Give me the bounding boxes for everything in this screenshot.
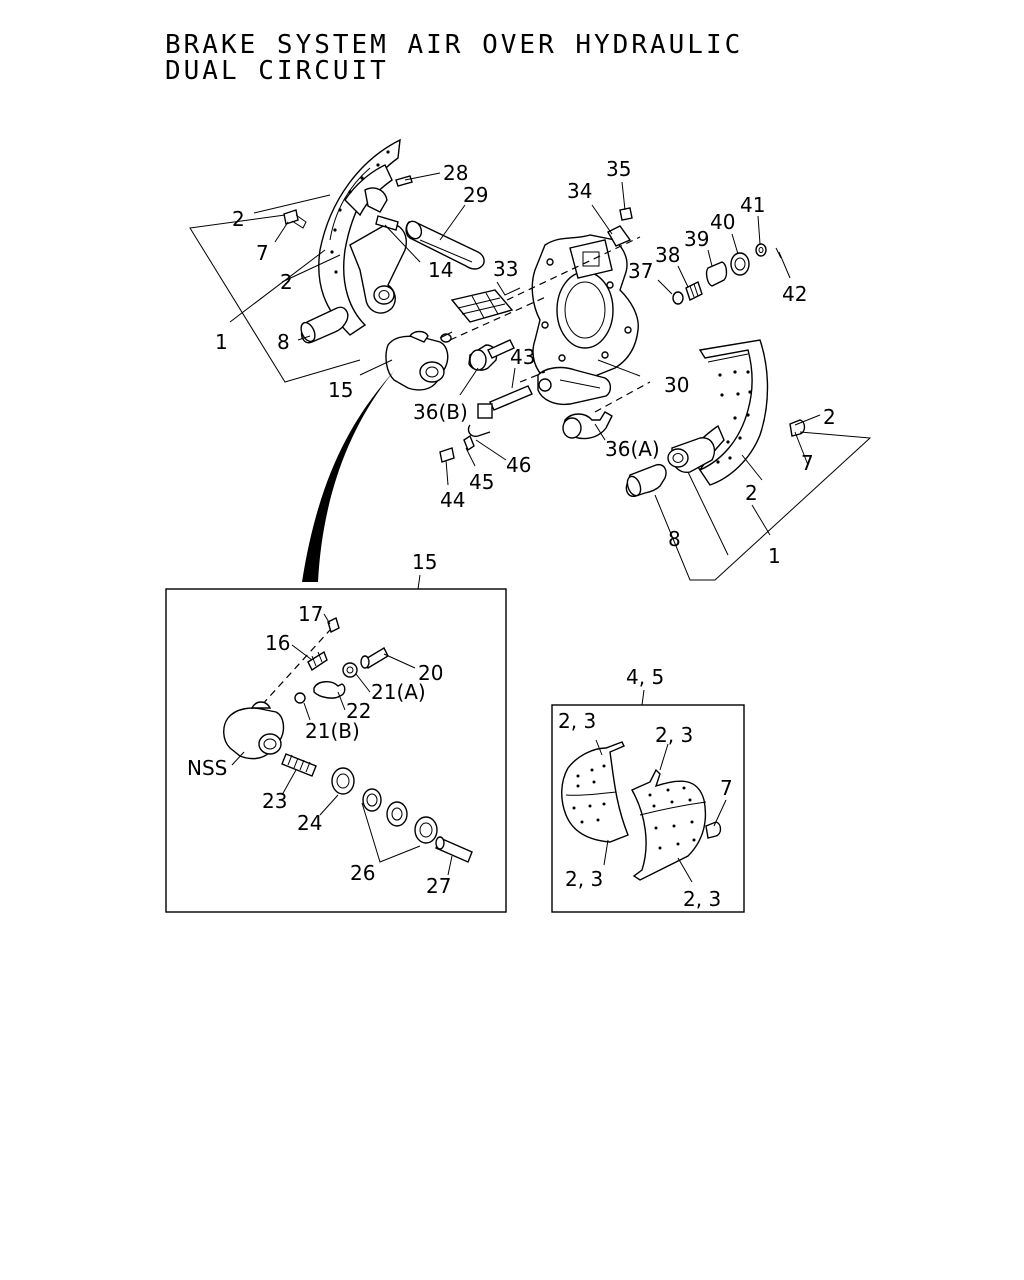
callout-33: 33 xyxy=(493,257,518,281)
wheel-cylinder-assembly xyxy=(385,330,453,391)
callout-39: 39 xyxy=(684,227,709,251)
callout-35: 35 xyxy=(606,157,631,181)
callout-2-left: 2 xyxy=(280,270,293,294)
detail-15-callout-nss: NSS xyxy=(187,756,227,780)
callout-30: 30 xyxy=(664,373,689,397)
callout-45: 45 xyxy=(469,470,494,494)
callout-46: 46 xyxy=(506,453,531,477)
callout-37: 37 xyxy=(628,259,653,283)
callout-42: 42 xyxy=(782,282,807,306)
callout-29: 29 xyxy=(463,183,488,207)
brake-backing-plate xyxy=(531,234,639,406)
detail-box-brake-linings: 4, 5 xyxy=(551,665,745,913)
callout-40: 40 xyxy=(710,210,735,234)
detail-45-callout-2-3-top-right: 2, 3 xyxy=(655,723,693,747)
diagram-title-line-2: DUAL CIRCUIT xyxy=(165,56,389,86)
callout-43: 43 xyxy=(510,345,535,369)
detail-15-callout-23: 23 xyxy=(262,789,287,813)
callout-38: 38 xyxy=(655,243,680,267)
callout-7-left: 7 xyxy=(256,241,269,265)
detail-15-callout-21-a: 21(A) xyxy=(371,680,426,704)
adjuster-shim-pack xyxy=(450,289,514,323)
leader-lines-main xyxy=(189,172,872,581)
detail-15-callout-20: 20 xyxy=(418,661,443,685)
detail-45-callout-2-3-bottom-right: 2, 3 xyxy=(683,887,721,911)
callout-41: 41 xyxy=(740,193,765,217)
detail-15-callout-27: 27 xyxy=(426,874,451,898)
callout-8-left: 8 xyxy=(277,330,290,354)
callout-44: 44 xyxy=(440,488,465,512)
detail-45-heading: 4, 5 xyxy=(626,665,664,689)
callout-8-right: 8 xyxy=(668,527,681,551)
detail-45-callout-7: 7 xyxy=(720,776,733,800)
callout-1-right: 1 xyxy=(768,544,781,568)
detail-15-callout-22: 22 xyxy=(346,699,371,723)
callout-labels-main: 28 29 2 7 2 14 1 8 15 33 34 35 37 38 39 … xyxy=(215,157,836,568)
callout-36-a: 36(A) xyxy=(605,437,660,461)
detail-pointer-arrow xyxy=(302,370,395,582)
detail-15-callout-21-b: 21(B) xyxy=(305,719,360,743)
adjuster-hardware xyxy=(607,207,782,305)
callout-34: 34 xyxy=(567,179,592,203)
right-lining-rivets xyxy=(648,786,696,850)
detail-15-callout-26: 26 xyxy=(350,861,375,885)
callout-28: 28 xyxy=(443,161,468,185)
detail-45-callout-2-3-bottom-left: 2, 3 xyxy=(565,867,603,891)
callout-14: 14 xyxy=(428,258,453,282)
callout-15: 15 xyxy=(328,378,353,402)
anchor-pin-parts xyxy=(375,175,485,270)
detail-box-wheel-cylinder: 15 xyxy=(165,550,507,913)
callout-7-right: 7 xyxy=(801,451,814,475)
callout-36-b: 36(B) xyxy=(413,400,468,424)
detail-15-heading: 15 xyxy=(412,550,437,574)
callout-1-left: 1 xyxy=(215,330,228,354)
left-brake-shoe-assembly xyxy=(283,138,407,344)
detail-15-callout-16: 16 xyxy=(265,631,290,655)
detail-15-callout-24: 24 xyxy=(297,811,322,835)
callout-2-right-bottom: 2 xyxy=(745,481,758,505)
right-brake-shoe-assembly xyxy=(625,339,806,497)
callout-2-right: 2 xyxy=(823,405,836,429)
callout-2-top-left: 2 xyxy=(232,207,245,231)
detail-15-callout-17: 17 xyxy=(298,602,323,626)
left-lining-rivets xyxy=(572,764,606,824)
diagram-title-line-1: BRAKE SYSTEM AIR OVER HYDRAULIC xyxy=(165,30,744,60)
assembly-centerlines xyxy=(449,236,651,413)
left-shoe-rivets xyxy=(330,150,390,274)
right-shoe-rivets xyxy=(716,370,752,464)
detail-45-callout-2-3-top-left: 2, 3 xyxy=(558,709,596,733)
